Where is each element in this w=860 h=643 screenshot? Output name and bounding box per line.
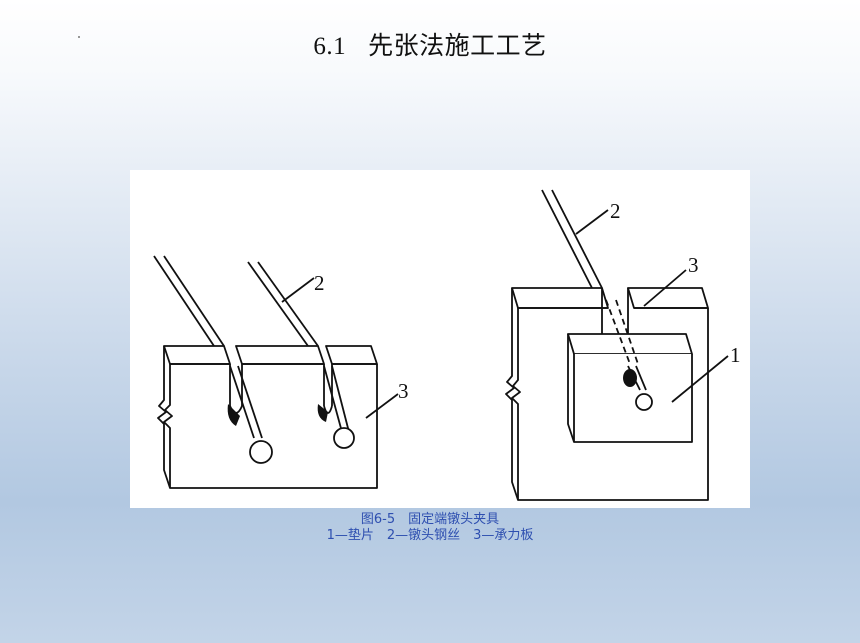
right-pad: [567, 333, 693, 443]
section-number: 6.1: [313, 33, 347, 60]
caption-title: 图6-5 固定端镦头夹具: [360, 512, 500, 527]
left-upset-head-2: [333, 427, 355, 449]
right-upset-head: [635, 393, 653, 411]
right-leader-2: [575, 209, 609, 235]
right-wedge: [623, 369, 637, 387]
section-title: 先张法施工工艺: [368, 31, 547, 60]
left-bearing-plate: [157, 345, 378, 489]
left-leader-2: [281, 277, 315, 303]
caption-legend: 1—垫片 2—镦头钢丝 3—承力板: [326, 528, 534, 543]
label-right-plate: 3: [688, 253, 699, 277]
anchor-clamp-diagram: 2 3 2 3 1: [153, 189, 741, 501]
left-wire-2: [247, 261, 350, 433]
left-wire-1: [153, 255, 263, 439]
left-upset-head-1: [249, 440, 273, 464]
label-left-plate: 3: [398, 379, 409, 403]
label-left-wire: 2: [314, 271, 325, 295]
page-title: 6.1 先张法施工工艺: [0, 26, 860, 62]
left-wedge-1: [227, 404, 240, 426]
right-leader-1: [671, 355, 729, 403]
label-right-pad: 1: [730, 343, 741, 367]
left-wedge-2: [317, 404, 328, 422]
right-leader-3: [643, 269, 687, 307]
label-right-wire: 2: [610, 199, 621, 223]
left-leader-3: [365, 393, 399, 419]
decorative-dot: [78, 36, 80, 38]
figure-panel: 2 3 2 3 1: [130, 170, 750, 508]
right-bearing-plate: [505, 287, 709, 501]
figure-caption: 图6-5 固定端镦头夹具 1—垫片 2—镦头钢丝 3—承力板: [0, 512, 860, 544]
